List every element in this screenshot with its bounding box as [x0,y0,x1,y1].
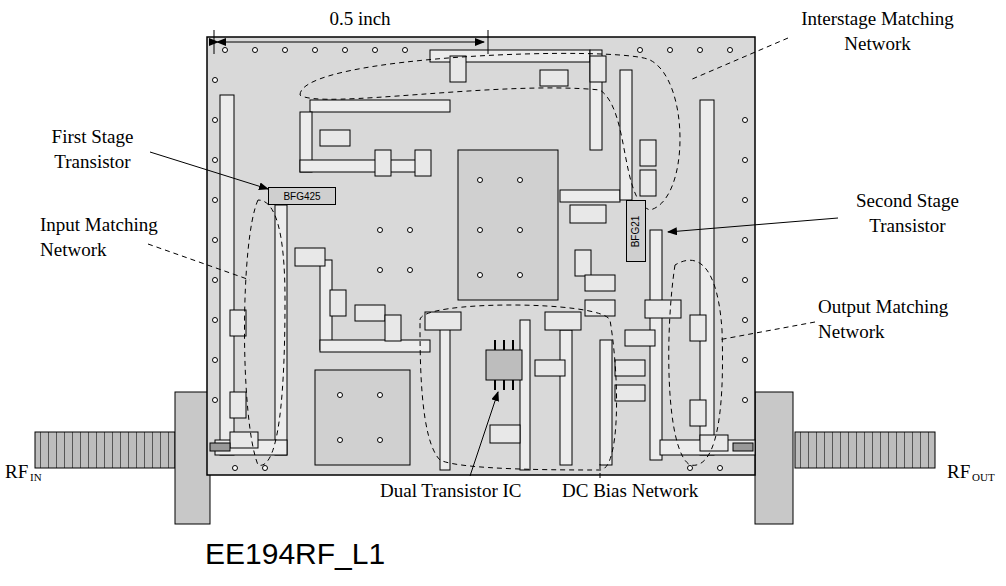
callout-label: First Stage Transistor [30,124,155,174]
callout-label: DC Bias Network [562,478,722,503]
transistor-package: BFG21 [626,200,646,262]
part-number: BFG425 [283,191,320,202]
signal-subscript: IN [30,472,60,483]
callout-label: Output Matching Network [818,294,978,344]
transistor-package: BFG425 [268,187,336,205]
callout-label: Input Matching Network [40,212,180,262]
callout-label: Dual Transistor IC [380,478,550,503]
part-number: BFG21 [631,215,642,247]
caption: EE194RF_L1 [205,537,385,571]
signal-subscript: OUT [972,472,1006,483]
callout-label: Interstage Matching Network [785,6,970,56]
dimension-label: 0.5 inch [290,6,430,31]
callout-label: Second Stage Transistor [840,188,975,238]
